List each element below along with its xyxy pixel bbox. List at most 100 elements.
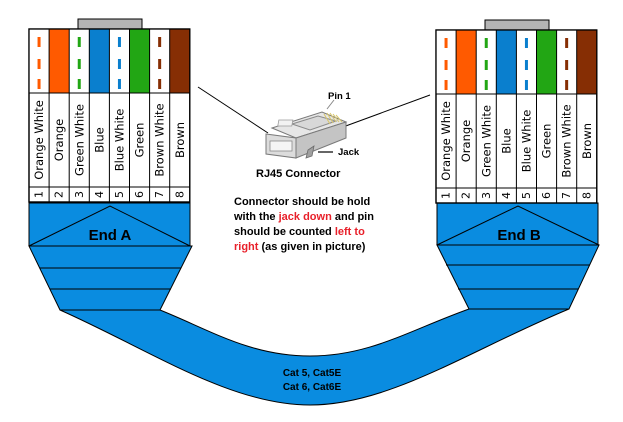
note-highlight-left-to: left to <box>335 226 365 238</box>
wire-label: Green White <box>479 105 493 177</box>
note-text: and pin <box>332 211 374 223</box>
wire-label: Brown <box>173 122 187 158</box>
wire-label: Orange <box>52 119 66 162</box>
wire-label: Green <box>540 124 554 159</box>
wire-label: Green <box>133 123 147 158</box>
wire-stripe-dash <box>524 38 528 48</box>
wire-label: Orange White <box>32 100 46 180</box>
end-b-wire-4: Blue 4 <box>496 30 517 199</box>
pointer-line-left <box>197 86 269 134</box>
note-text: (as given in picture) <box>258 241 365 253</box>
wire-stripe-dash <box>158 79 162 89</box>
end-a-block <box>28 202 191 247</box>
end-a-wire-5: Blue White 5 <box>109 29 130 198</box>
wire-strip-solid <box>89 29 110 93</box>
pin-number: 8 <box>580 192 593 199</box>
end-a-latch-tab <box>77 18 143 30</box>
end-b-wire-7: Brown White 7 <box>556 30 577 199</box>
wire-stripe-dash <box>565 38 569 48</box>
wire-strip-solid <box>576 30 597 94</box>
end-b-wire-3: Green White 3 <box>476 30 497 199</box>
end-b-taper <box>436 244 600 310</box>
wire-stripe-dash <box>484 38 488 48</box>
end-b-wire-5: Blue White 5 <box>516 30 537 199</box>
note-line-4: right (as given in picture) <box>234 241 366 253</box>
wire-stripe-dash <box>117 79 121 89</box>
jack-label: Jack <box>338 147 360 158</box>
end-b-boot: End B <box>436 202 600 310</box>
wire-stripe-dash <box>444 60 448 70</box>
wire-stripe-dash <box>565 80 569 90</box>
pin-number: 3 <box>73 191 86 198</box>
pin-number: 6 <box>540 192 553 199</box>
wire-stripe-dash <box>117 59 121 69</box>
cable-body <box>59 308 570 406</box>
note-highlight-jack-down: jack down <box>278 211 332 223</box>
pin-number: 4 <box>500 192 513 199</box>
end-b-wire-6: Green 6 <box>536 30 557 199</box>
wire-label: Orange <box>459 120 473 163</box>
pin1-arrow <box>326 99 335 110</box>
wire-label: Blue White <box>519 110 533 173</box>
wire-strip-solid <box>536 30 557 94</box>
plug-latch-block <box>290 115 338 131</box>
cable-type-line1: Cat 5, Cat5E <box>283 368 342 379</box>
wire-stripe-dash <box>565 60 569 70</box>
plug-side <box>295 121 347 159</box>
pin-number: 1 <box>33 191 46 198</box>
wire-label: Blue White <box>112 109 126 172</box>
wire-stripe-dash <box>484 60 488 70</box>
note-line-2: with the jack down and pin <box>233 211 374 223</box>
wire-stripe-dash <box>117 37 121 47</box>
plug-front-opening <box>269 140 293 152</box>
pin-number: 3 <box>480 192 493 199</box>
wire-label: Green White <box>72 104 86 176</box>
end-a-wire-3: Green White 3 <box>69 29 90 198</box>
instruction-note: Connector should be hold <box>234 196 370 208</box>
note-highlight-right: right <box>234 241 259 253</box>
wire-stripe-dash <box>77 79 81 89</box>
wire-label: Blue <box>92 127 106 152</box>
wire-stripe-dash <box>77 37 81 47</box>
plug-gold-pins <box>323 112 343 125</box>
wire-label: Brown <box>580 123 594 159</box>
note-text: with the <box>233 211 279 223</box>
end-b-wire-2: Orange 2 <box>456 30 477 199</box>
wire-stripe-dash <box>37 37 41 47</box>
rj45-plug-illustration <box>265 99 348 159</box>
pin-number: 2 <box>460 192 473 199</box>
wire-stripe-dash <box>158 37 162 47</box>
wire-stripe-dash <box>77 59 81 69</box>
wire-stripe-dash <box>444 80 448 90</box>
pin-number: 5 <box>113 191 126 198</box>
wire-strip-solid <box>456 30 477 94</box>
end-a-boot: End A <box>28 202 193 311</box>
end-b-wire-8: Brown 8 <box>576 30 597 199</box>
wire-strip-solid <box>129 29 150 93</box>
plug-latch-window <box>277 119 294 127</box>
pin-number: 5 <box>520 192 533 199</box>
wire-stripe-dash <box>37 59 41 69</box>
pin-number: 7 <box>560 192 573 199</box>
pointer-line-right <box>342 94 431 128</box>
end-b-label: End B <box>497 227 540 244</box>
end-a-taper <box>28 245 193 311</box>
pin1-label: Pin 1 <box>328 91 351 102</box>
wire-strip-solid <box>169 29 190 93</box>
cable-type-line2: Cat 6, Cat6E <box>283 382 342 393</box>
wire-label: Brown White <box>560 104 574 177</box>
rj45-caption: RJ45 Connector <box>256 168 341 180</box>
wire-strip-solid <box>49 29 70 93</box>
wire-label: Blue <box>499 128 513 153</box>
wire-stripe-dash <box>484 80 488 90</box>
end-b-outline <box>435 29 598 204</box>
end-b-chevron <box>436 205 600 246</box>
end-a-wire-1: Orange White 1 <box>29 29 50 198</box>
note-line-3: should be counted left to <box>234 226 365 238</box>
plug-jack-clip <box>305 145 315 159</box>
